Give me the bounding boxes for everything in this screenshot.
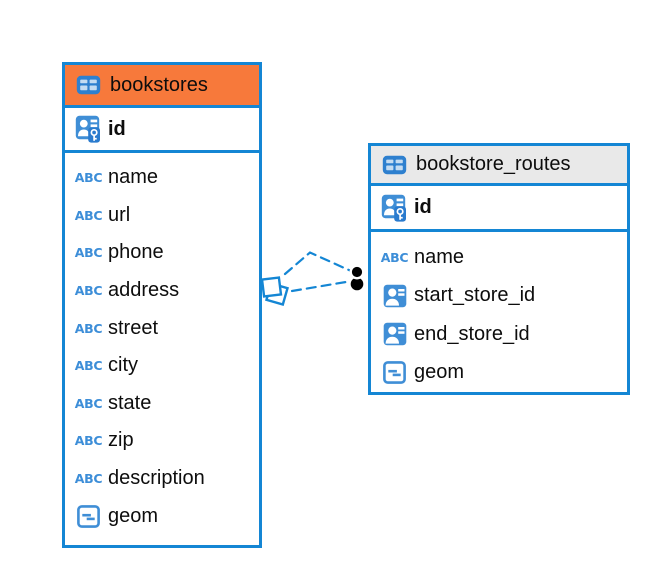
table-title: bookstores bbox=[110, 73, 208, 96]
reference-icon bbox=[380, 284, 409, 308]
table-header[interactable]: bookstore_routes bbox=[371, 146, 627, 186]
column-name: phone bbox=[108, 241, 164, 264]
column-row-street[interactable]: ABC street bbox=[65, 309, 259, 347]
column-name: description bbox=[108, 467, 205, 490]
column-row-description[interactable]: ABC description bbox=[65, 459, 259, 498]
column-row-zip[interactable]: ABC zip bbox=[65, 422, 259, 460]
geometry-icon bbox=[380, 361, 409, 385]
text-icon: ABC bbox=[74, 245, 103, 260]
column-name: name bbox=[108, 166, 159, 189]
column-name: city bbox=[108, 354, 138, 377]
primary-key-icon bbox=[380, 194, 409, 222]
text-icon: ABC bbox=[74, 170, 103, 185]
table-header[interactable]: bookstores bbox=[65, 65, 259, 108]
relationship-source-marker bbox=[260, 276, 289, 306]
abc-glyph: ABC bbox=[74, 395, 103, 411]
column-name: name bbox=[414, 245, 465, 268]
table-title: bookstore_routes bbox=[416, 153, 571, 175]
abc-glyph: ABC bbox=[74, 471, 103, 487]
columns-section: ABC name ABC url ABC phone ABC address A… bbox=[65, 153, 259, 545]
column-row-url[interactable]: ABC url bbox=[65, 196, 259, 235]
table-icon bbox=[76, 75, 101, 95]
reference-icon bbox=[380, 322, 409, 346]
column-row-state[interactable]: ABC state bbox=[65, 384, 259, 423]
column-name: id bbox=[108, 117, 126, 140]
abc-glyph: ABC bbox=[74, 320, 103, 336]
text-icon: ABC bbox=[74, 208, 103, 223]
relationship-line-lower[interactable] bbox=[290, 280, 351, 293]
column-name: geom bbox=[414, 361, 465, 384]
column-row-end_store_id[interactable]: end_store_id bbox=[371, 315, 627, 354]
abc-glyph: ABC bbox=[74, 283, 103, 299]
column-row-phone[interactable]: ABC phone bbox=[65, 234, 259, 272]
text-icon: ABC bbox=[380, 250, 409, 265]
geometry-icon bbox=[74, 504, 103, 528]
column-name: id bbox=[414, 196, 432, 218]
column-name: url bbox=[108, 203, 131, 226]
primary-key-section: id bbox=[371, 186, 627, 232]
column-name: start_store_id bbox=[414, 284, 536, 307]
column-row-address[interactable]: ABC address bbox=[65, 271, 259, 310]
column-row-id[interactable]: id bbox=[65, 108, 259, 150]
column-name: state bbox=[108, 391, 152, 414]
table-bookstores[interactable]: bookstores id ABC name ABC url ABC phone… bbox=[62, 62, 262, 548]
abc-glyph: ABC bbox=[74, 433, 103, 449]
column-row-name[interactable]: ABC name bbox=[65, 159, 259, 197]
text-icon: ABC bbox=[74, 358, 103, 373]
abc-glyph: ABC bbox=[380, 249, 409, 265]
column-name: street bbox=[108, 316, 159, 339]
column-name: address bbox=[108, 279, 180, 302]
primary-key-icon bbox=[74, 115, 103, 143]
column-name: end_store_id bbox=[414, 322, 530, 345]
column-row-geom[interactable]: geom bbox=[65, 497, 259, 535]
relationship-target-marker bbox=[349, 264, 365, 291]
text-icon: ABC bbox=[74, 283, 103, 298]
text-icon: ABC bbox=[74, 321, 103, 336]
column-name: zip bbox=[108, 429, 134, 452]
text-icon: ABC bbox=[74, 471, 103, 486]
primary-key-section: id bbox=[65, 108, 259, 153]
column-row-name[interactable]: ABC name bbox=[371, 238, 627, 277]
table-icon bbox=[382, 155, 407, 175]
relationship-line-upper[interactable] bbox=[283, 251, 353, 276]
column-row-id[interactable]: id bbox=[371, 186, 627, 229]
text-icon: ABC bbox=[74, 433, 103, 448]
abc-glyph: ABC bbox=[74, 170, 103, 186]
column-row-geom[interactable]: geom bbox=[371, 353, 627, 392]
abc-glyph: ABC bbox=[74, 358, 103, 374]
column-name: geom bbox=[108, 504, 159, 527]
column-row-start_store_id[interactable]: start_store_id bbox=[371, 276, 627, 315]
column-row-city[interactable]: ABC city bbox=[65, 346, 259, 385]
abc-glyph: ABC bbox=[74, 207, 103, 223]
columns-section: ABC name start_store_id end_store_id geo… bbox=[371, 232, 627, 398]
text-icon: ABC bbox=[74, 396, 103, 411]
abc-glyph: ABC bbox=[74, 245, 103, 261]
table-bookstore-routes[interactable]: bookstore_routes id ABC name start_store… bbox=[368, 143, 630, 395]
